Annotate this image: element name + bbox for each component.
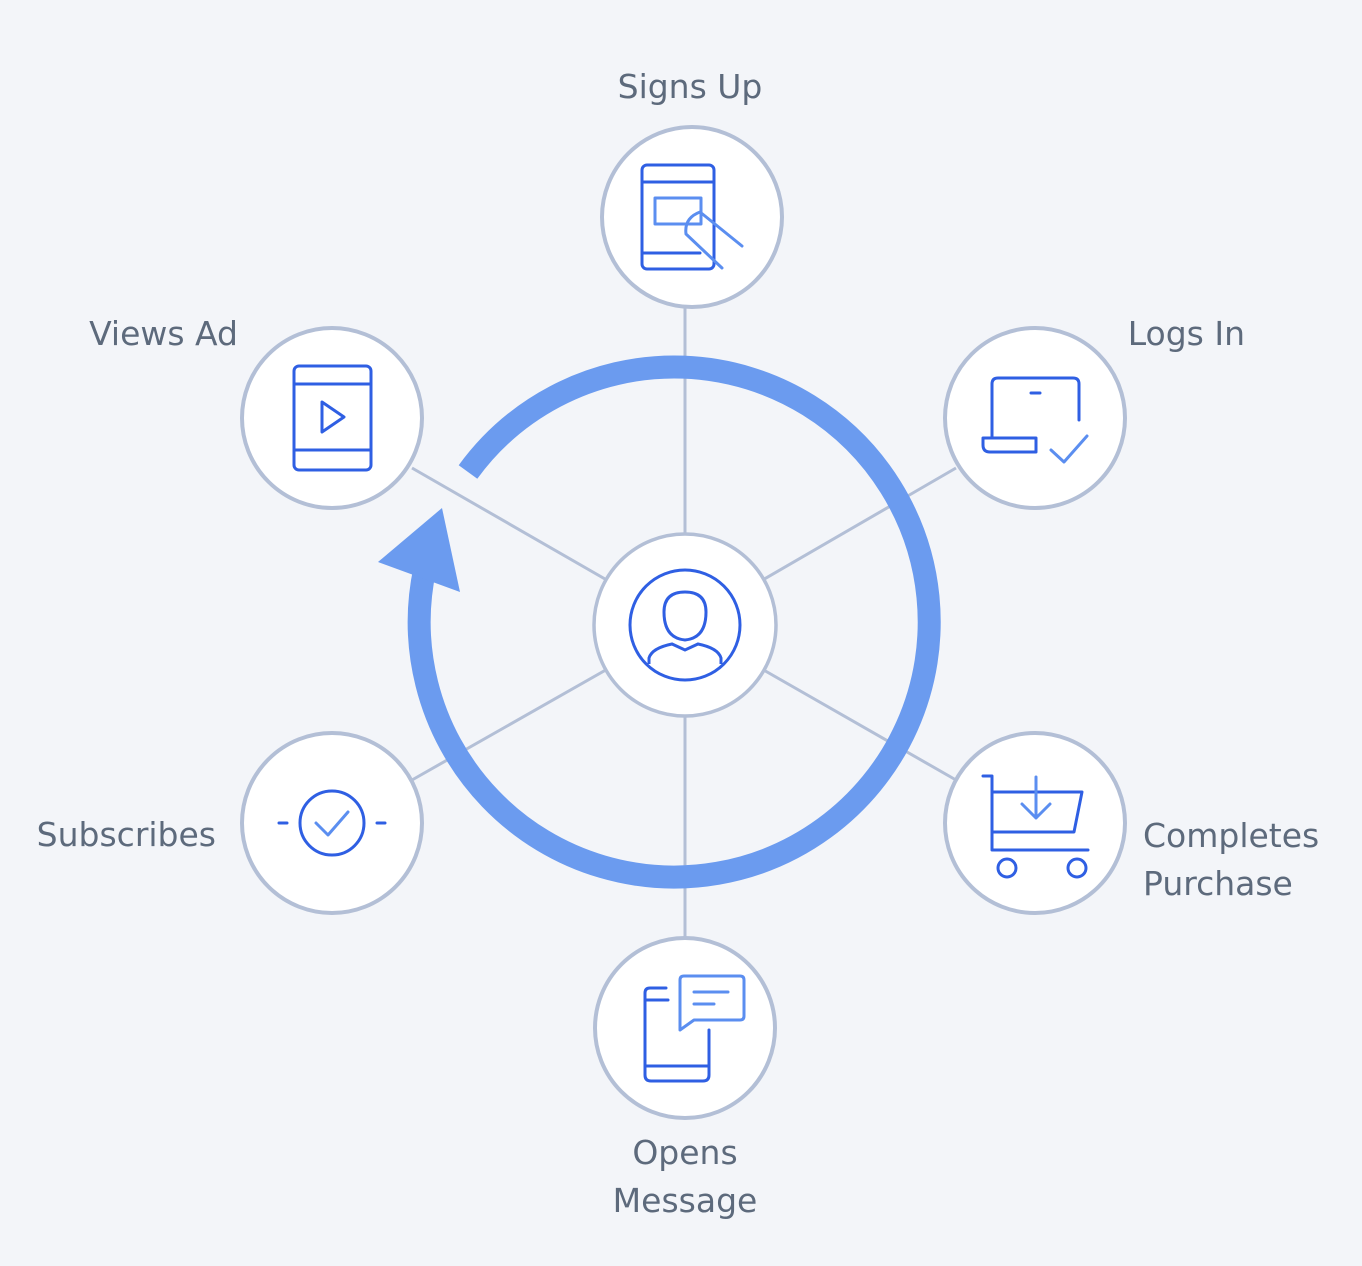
label-line: Opens bbox=[632, 1133, 738, 1172]
mobile-chat-icon bbox=[643, 974, 746, 1083]
tablet-play-icon bbox=[292, 364, 373, 472]
label-opens-message: Opens Message bbox=[613, 1129, 758, 1225]
label-line: Subscribes bbox=[36, 815, 216, 854]
node-logs-in bbox=[943, 326, 1127, 510]
node-opens-message bbox=[593, 936, 777, 1120]
cycle-arrow-icon bbox=[378, 355, 941, 889]
node-signs-up bbox=[600, 125, 784, 309]
check-circle-icon bbox=[277, 789, 387, 857]
label-line: Logs In bbox=[1127, 314, 1245, 353]
node-completes-purchase bbox=[943, 731, 1127, 915]
shopping-cart-icon bbox=[981, 774, 1090, 879]
center-node bbox=[592, 532, 778, 718]
laptop-check-icon bbox=[981, 376, 1089, 464]
label-completes-purchase: Completes Purchase bbox=[1143, 812, 1319, 908]
label-subscribes: Subscribes bbox=[37, 811, 216, 859]
label-line: Message bbox=[612, 1181, 758, 1220]
node-subscribes bbox=[240, 731, 424, 915]
label-line: Completes bbox=[1143, 816, 1320, 855]
label-line: Views Ad bbox=[89, 314, 238, 353]
mobile-tap-icon bbox=[640, 163, 744, 271]
label-views-ad: Views Ad bbox=[89, 310, 238, 358]
label-line: Signs Up bbox=[617, 67, 763, 106]
label-line: Purchase bbox=[1143, 864, 1293, 903]
user-profile-icon bbox=[628, 568, 742, 682]
label-signs-up: Signs Up bbox=[618, 63, 763, 111]
label-logs-in: Logs In bbox=[1128, 310, 1245, 358]
node-views-ad bbox=[240, 326, 424, 510]
